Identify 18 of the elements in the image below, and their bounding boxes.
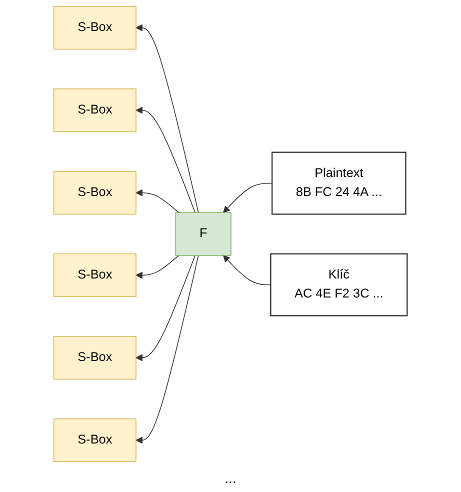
node-box: F (175, 212, 232, 256)
node-box: S-Box (53, 253, 136, 298)
node-box: S-Box (53, 336, 136, 380)
node-box: S-Box (53, 6, 136, 50)
arrow (223, 255, 272, 286)
arrow (136, 106, 196, 213)
arrow (136, 255, 199, 444)
arrow (136, 24, 199, 213)
node-box: Klíč AC 4E F2 3C ... (270, 253, 408, 316)
arrow (136, 255, 180, 279)
note-text: ... (224, 470, 236, 486)
arrow (136, 189, 180, 213)
node-box: S-Box (53, 88, 136, 132)
node-box: Plaintext 8B FC 24 4A ... (272, 152, 406, 215)
node-box: S-Box (53, 418, 136, 462)
node-box: S-Box (53, 170, 136, 215)
arrow (136, 255, 196, 362)
arrow (223, 182, 272, 213)
